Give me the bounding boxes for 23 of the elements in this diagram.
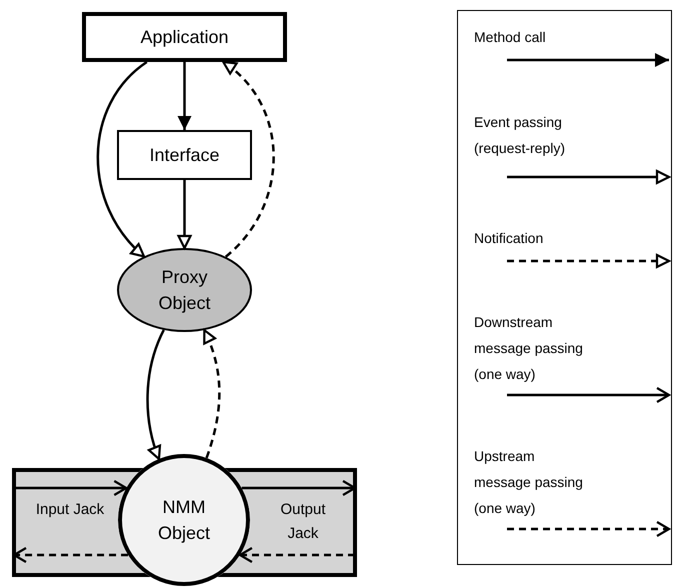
node-label: NMM Object — [156, 496, 212, 545]
arrow — [222, 60, 275, 258]
jack-band — [12, 468, 118, 577]
node-label: Interface — [149, 144, 220, 167]
legend-label: Event passing (request-reply) — [474, 113, 566, 158]
arrow — [14, 480, 128, 496]
legend-label: Notification — [474, 229, 544, 248]
arrow — [178, 62, 192, 130]
legend-label: Upstream message passing (one way) — [474, 447, 584, 518]
node-label: Proxy Object — [157, 266, 212, 315]
arrow — [96, 61, 148, 258]
jack-band — [250, 468, 357, 577]
node-label: Application — [140, 26, 229, 49]
jack-label: Output Jack — [279, 500, 327, 544]
component-box — [117, 130, 252, 180]
arrow — [238, 546, 355, 564]
legend-label: Method call — [474, 28, 547, 47]
jack-label: Input Jack — [35, 500, 105, 520]
component-box — [82, 12, 287, 62]
arrow — [202, 329, 221, 458]
legend-label: Downstream message passing (one way) — [474, 313, 584, 384]
arrow — [146, 329, 165, 460]
arrow — [177, 180, 192, 250]
